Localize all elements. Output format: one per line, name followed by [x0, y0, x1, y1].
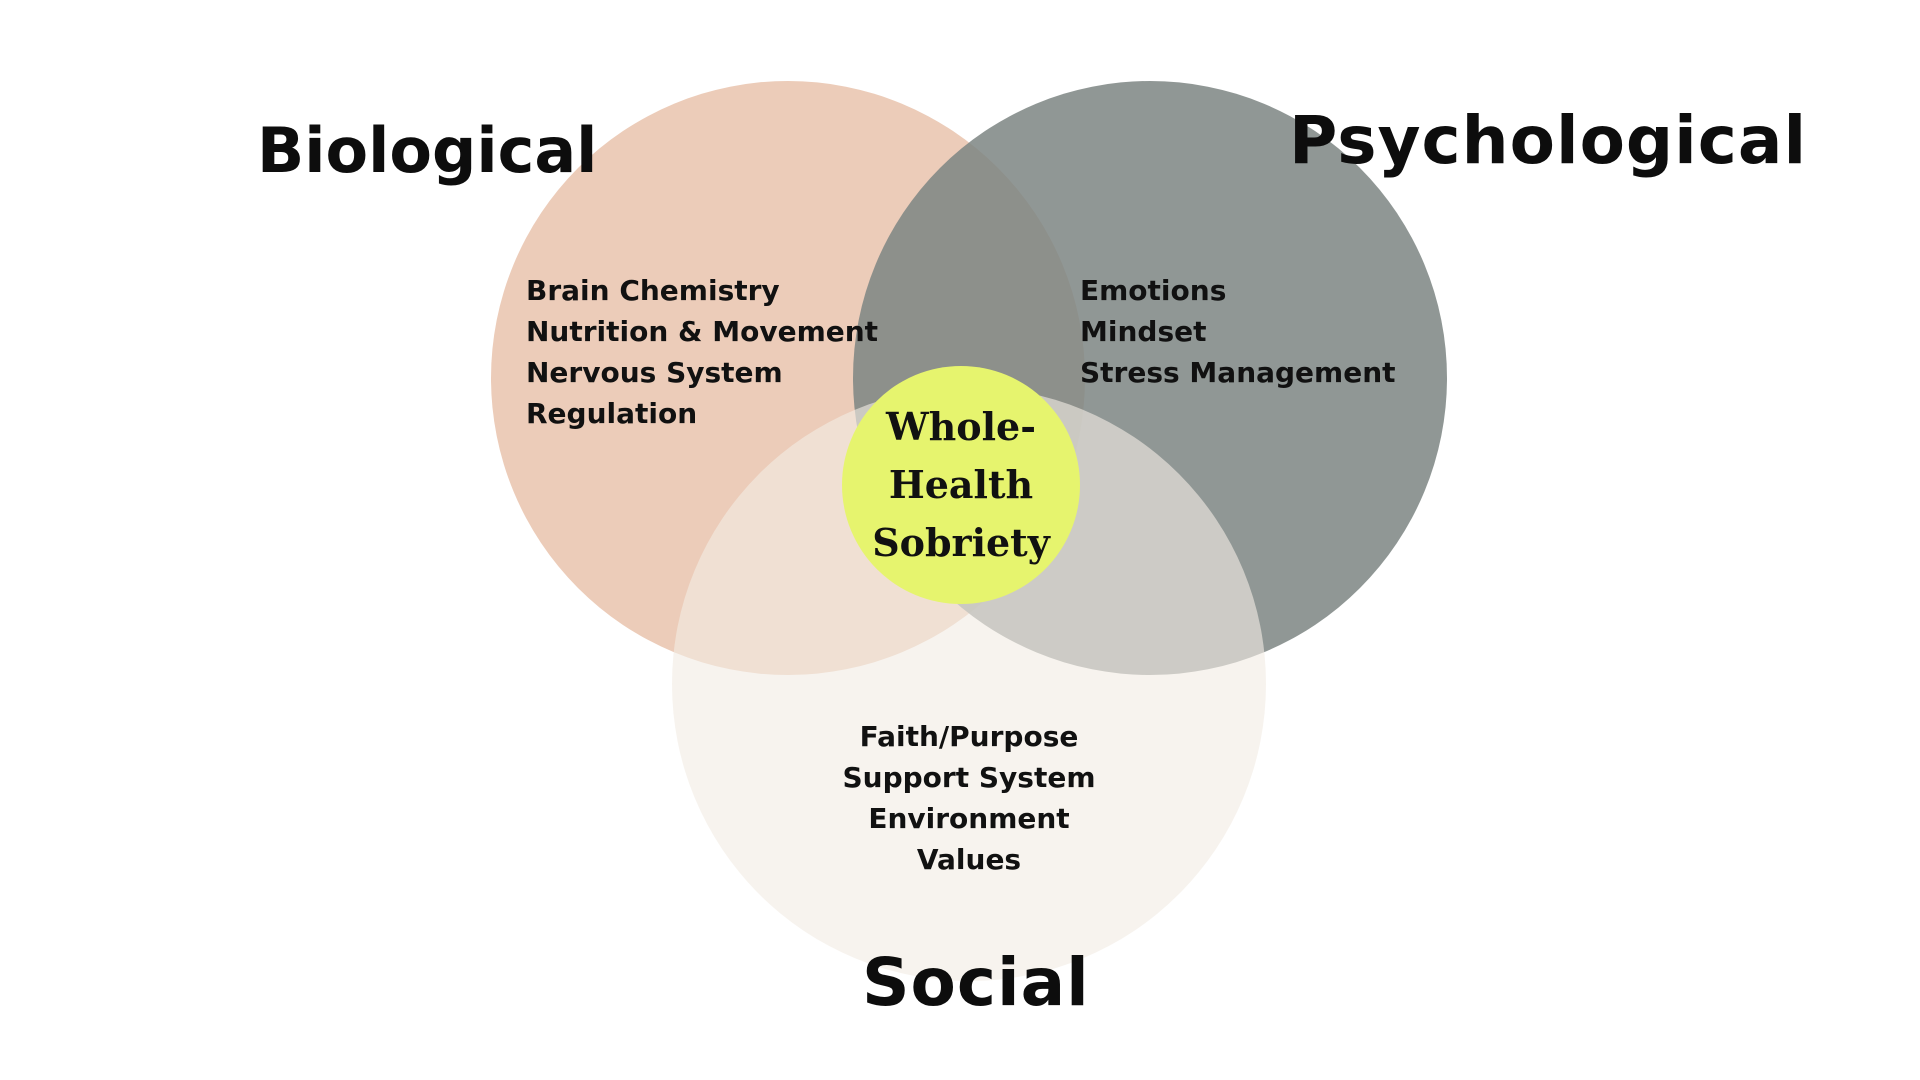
- list-item: Brain Chemistry: [526, 274, 780, 307]
- biological-title: Biological: [257, 114, 598, 187]
- list-item: Values: [916, 843, 1022, 876]
- psychological-list: Emotions Mindset Stress Management: [1080, 270, 1396, 393]
- list-item: Faith/Purpose: [859, 720, 1079, 753]
- social-circle: [672, 387, 1266, 981]
- center-circle: [842, 366, 1080, 604]
- center-line: Health: [888, 462, 1034, 507]
- list-item: Nervous System: [526, 356, 783, 389]
- list-item: Mindset: [1080, 315, 1207, 348]
- social-list: Faith/Purpose Support System Environment…: [769, 716, 1169, 880]
- center-line: Whole-: [885, 404, 1037, 449]
- center-label: Whole- Health Sobriety: [842, 366, 1080, 604]
- list-item: Regulation: [526, 397, 698, 430]
- list-item: Support System: [842, 761, 1096, 794]
- list-item: Stress Management: [1080, 356, 1396, 389]
- social-title: Social: [862, 944, 1090, 1021]
- list-item: Nutrition & Movement: [526, 315, 879, 348]
- biological-list: Brain Chemistry Nutrition & Movement Ner…: [526, 270, 878, 434]
- list-item: Emotions: [1080, 274, 1227, 307]
- psychological-title: Psychological: [1289, 102, 1808, 179]
- list-item: Environment: [868, 802, 1070, 835]
- center-line: Sobriety: [872, 520, 1050, 565]
